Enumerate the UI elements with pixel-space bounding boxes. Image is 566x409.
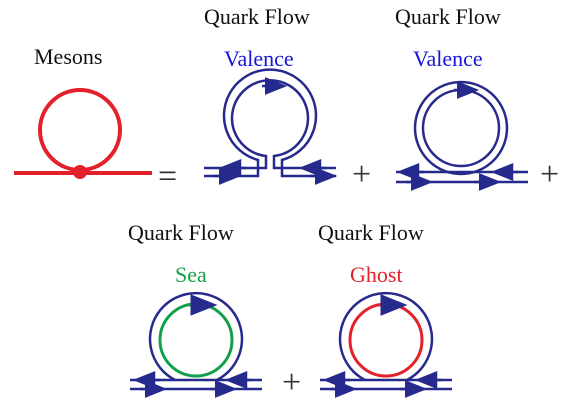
quark-flow-label-1: Quark Flow	[204, 4, 310, 29]
valence-diagram-2	[396, 80, 528, 191]
valence-label-2: Valence	[413, 46, 483, 71]
sea-label: Sea	[175, 262, 207, 287]
plus-sign-2: +	[540, 156, 560, 193]
plus-sign-3: +	[282, 364, 302, 401]
valence-label-1: Valence	[224, 46, 294, 71]
meson-vertex-dot	[73, 165, 87, 179]
valence-diagram-1	[204, 68, 338, 185]
plus-sign-1: +	[352, 156, 372, 193]
mesons-label: Mesons	[34, 44, 103, 69]
ghost-label: Ghost	[350, 262, 403, 287]
ghost-diagram	[320, 291, 452, 398]
equals-sign: =	[158, 158, 178, 195]
sea-diagram	[130, 291, 262, 398]
quark-flow-label-4: Quark Flow	[318, 220, 424, 245]
meson-propagator	[14, 88, 152, 179]
quark-flow-label-2: Quark Flow	[395, 4, 501, 29]
quark-flow-label-3: Quark Flow	[128, 220, 234, 245]
